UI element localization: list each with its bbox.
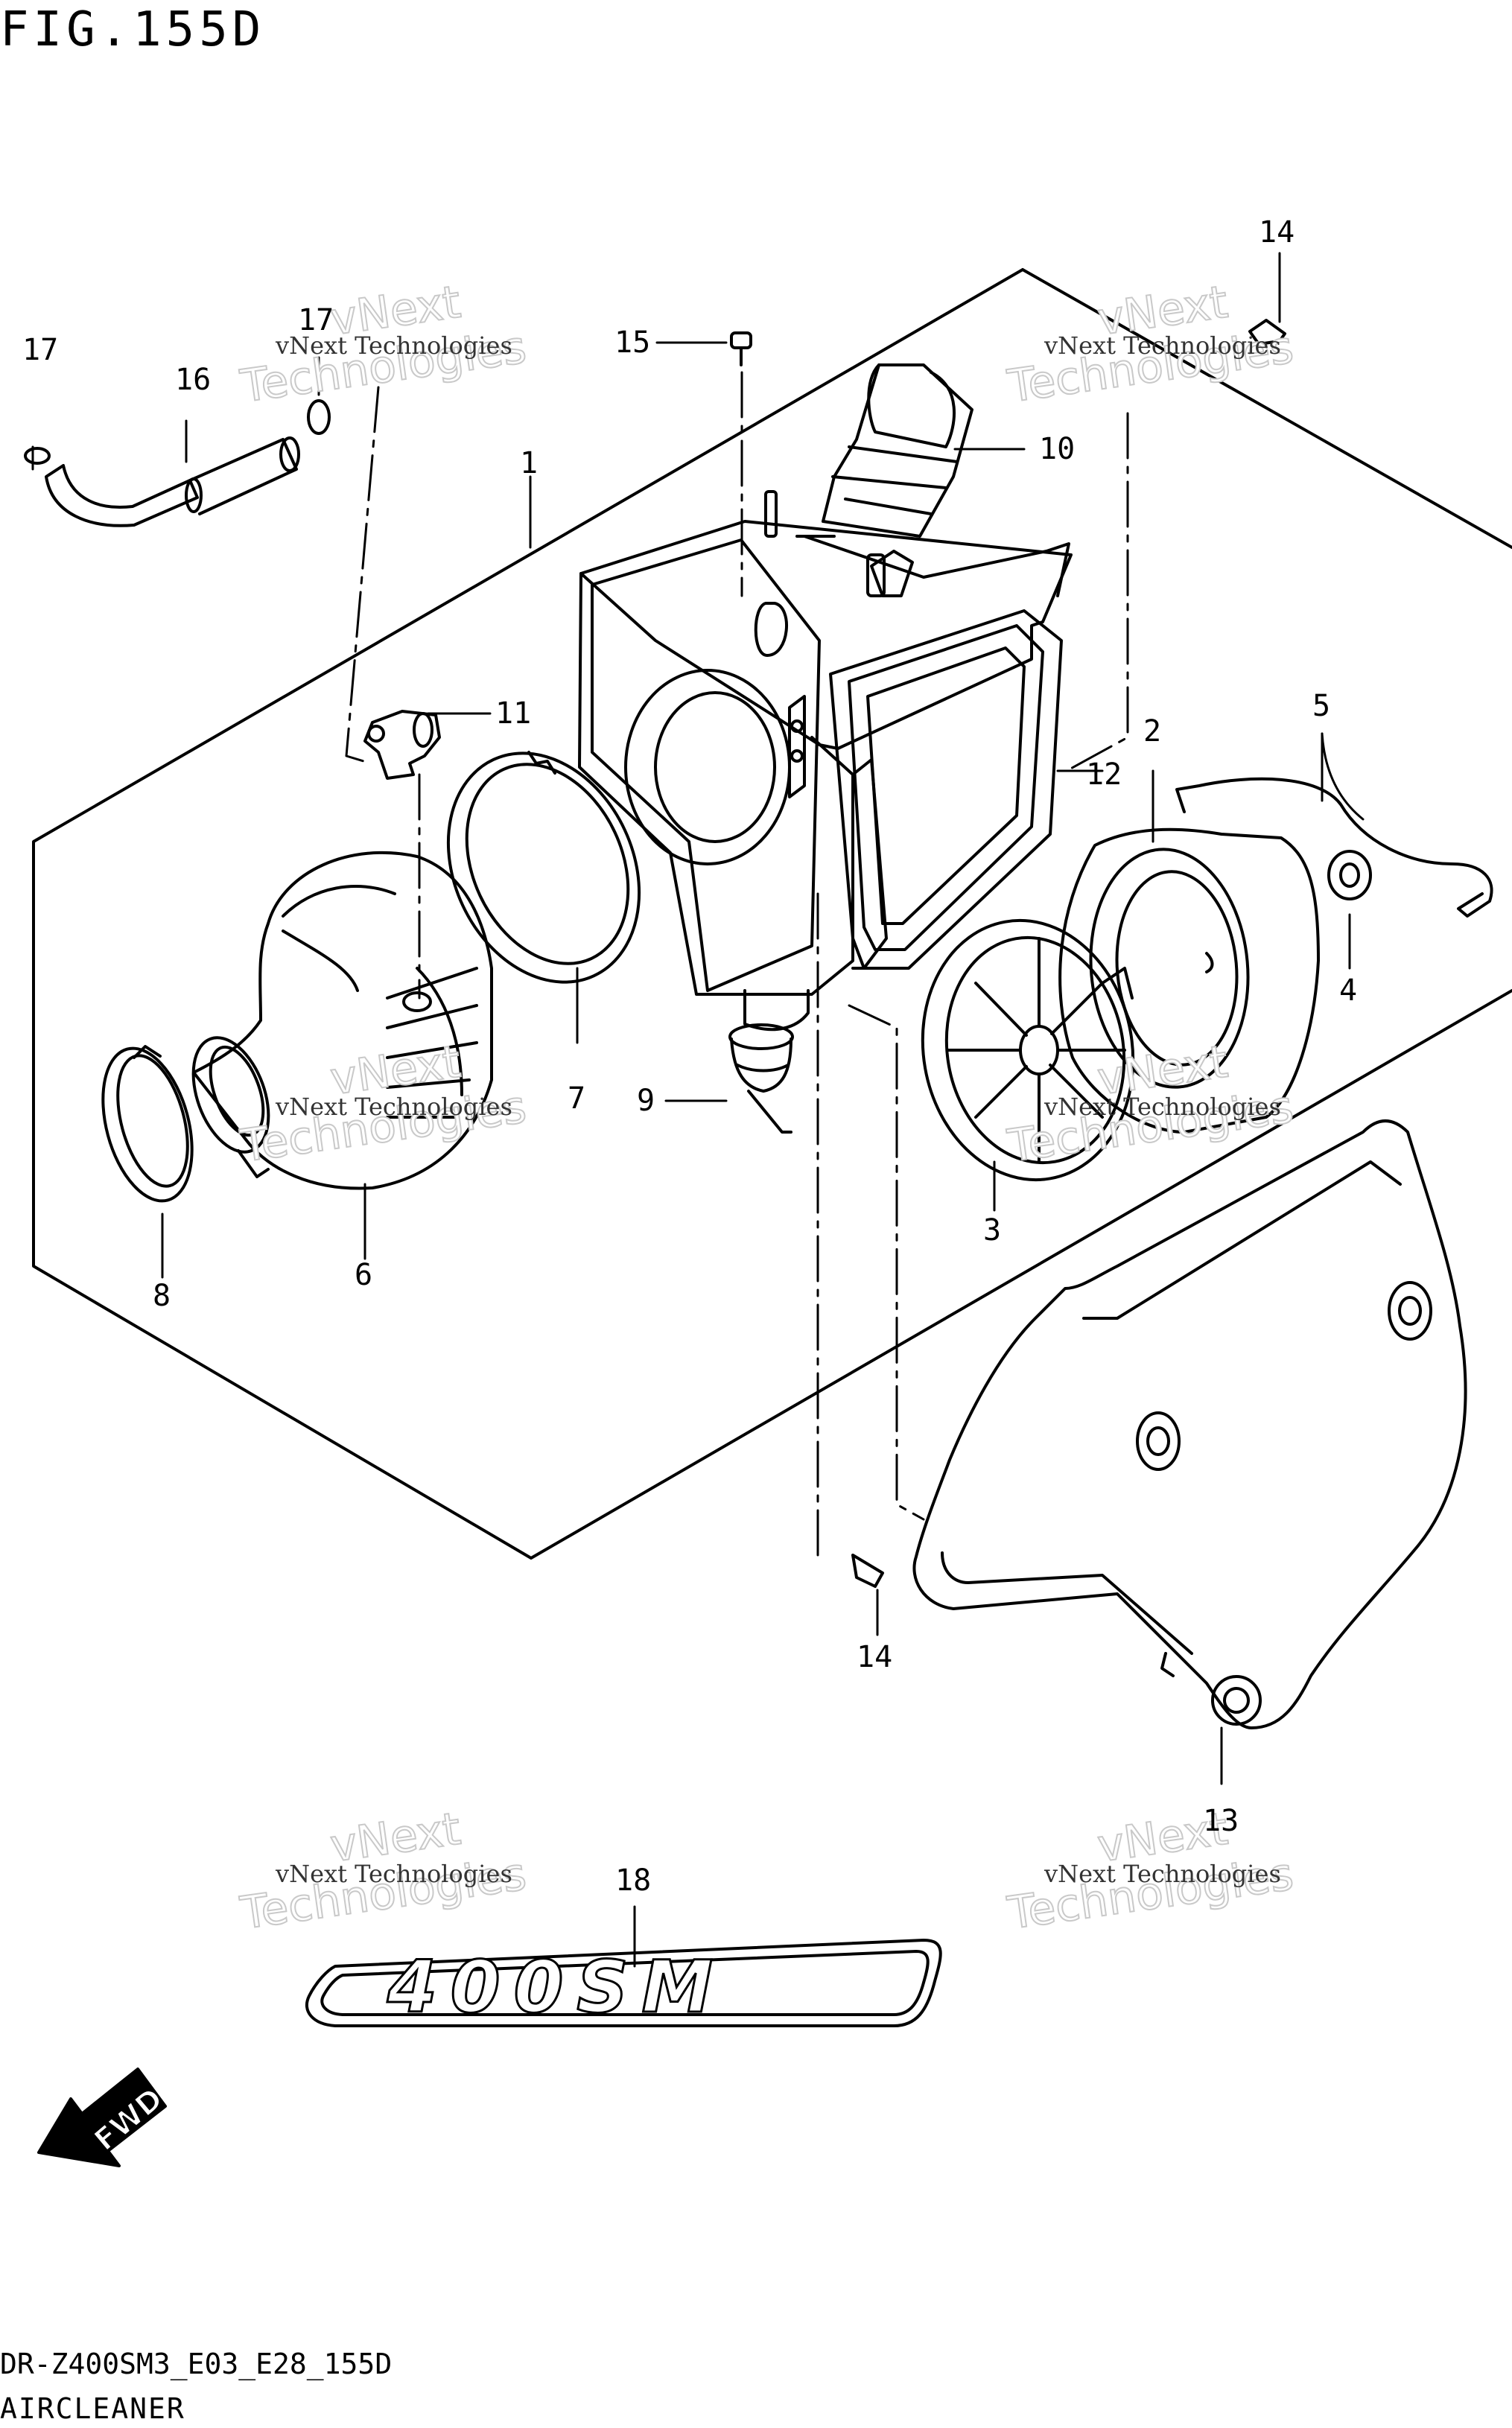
hose-16 — [45, 436, 300, 527]
watermark-text: vNext Technologies — [1044, 331, 1281, 360]
assembly-outline — [32, 268, 1512, 1560]
callout-13: 13 — [1203, 1804, 1239, 1838]
filter-element-2 — [1058, 827, 1320, 1134]
side-cover-13 — [912, 1119, 1467, 1729]
fwd-arrow-icon — [37, 2068, 167, 2167]
callout-14: 14 — [1259, 215, 1295, 250]
callout-11: 11 — [495, 696, 532, 731]
clamp-8 — [101, 1045, 194, 1203]
callout-17: 17 — [22, 333, 59, 367]
callout-4: 4 — [1339, 973, 1358, 1008]
callout-3: 3 — [983, 1213, 1002, 1248]
callout-1: 1 — [520, 446, 539, 480]
callout-6: 6 — [355, 1258, 373, 1292]
intake-boot-10 — [795, 363, 1070, 597]
watermark-text: vNext Technologies — [276, 1093, 512, 1121]
intake-duct-6 — [191, 851, 493, 1190]
fitting-11 — [363, 710, 441, 780]
watermark-text: vNext Technologies — [1044, 1860, 1281, 1888]
clamp-17 — [24, 399, 331, 465]
callout-8: 8 — [153, 1279, 171, 1313]
element-cage-3 — [921, 918, 1135, 1182]
callout-2: 2 — [1143, 714, 1162, 749]
leader-lines — [31, 252, 1365, 1968]
decal-18 — [305, 1939, 942, 2027]
callout-18: 18 — [615, 1863, 652, 1898]
callout-10: 10 — [1039, 432, 1076, 466]
callout-14: 14 — [857, 1640, 893, 1674]
callout-17: 17 — [298, 303, 334, 337]
figure-code: DR-Z400SM3_E03_E28_155D — [0, 2348, 393, 2380]
figure-title: FIG.155D — [0, 2, 266, 57]
spring-5 — [1175, 777, 1493, 918]
callout-7: 7 — [568, 1081, 586, 1116]
watermark-text: vNext Technologies — [1044, 1093, 1281, 1121]
callout-5: 5 — [1312, 689, 1331, 723]
callout-15: 15 — [614, 325, 651, 360]
watermark-text: vNext Technologies — [276, 1860, 512, 1888]
callout-16: 16 — [175, 363, 212, 397]
gasket-7 — [446, 751, 641, 984]
screw-14 — [851, 319, 1286, 1588]
airbox-1 — [578, 490, 1073, 1032]
figure-subtitle: AIRCLEANER — [0, 2392, 185, 2425]
screw-15 — [730, 331, 752, 366]
callout-9: 9 — [637, 1084, 655, 1118]
grommet-9 — [728, 1023, 794, 1134]
washer-4 — [1327, 850, 1372, 900]
watermark-text: vNext Technologies — [276, 331, 512, 360]
alignment-lines — [345, 371, 1129, 1566]
callout-12: 12 — [1086, 757, 1122, 792]
seal-frame-12 — [829, 609, 1063, 970]
decal-text: 400SM — [386, 1945, 727, 2029]
